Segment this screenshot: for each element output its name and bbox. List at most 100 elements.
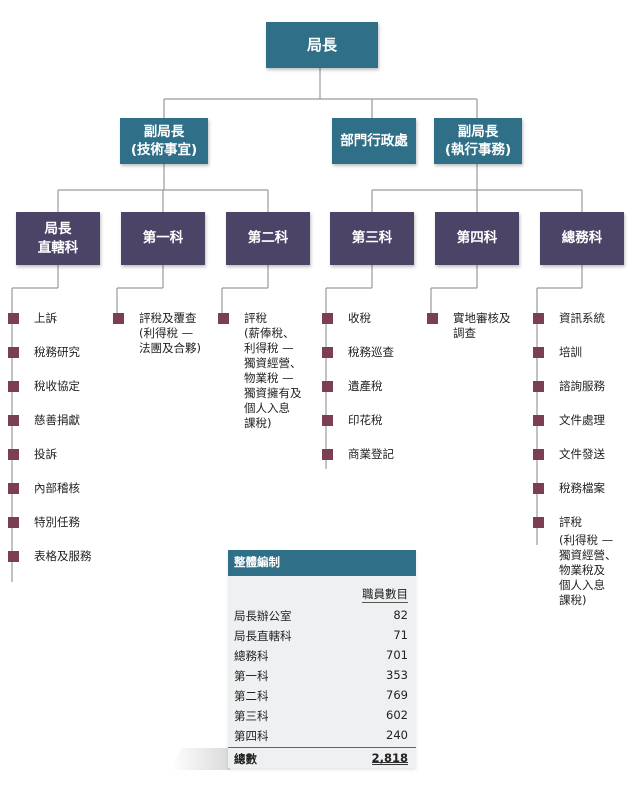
unit-3-functions: 收稅稅務巡查遺產稅印花稅商業登記 (322, 311, 427, 481)
unit-2-box: 第二科 (226, 212, 310, 265)
function-item: 文件處理 (533, 413, 638, 428)
row-value: 701 (386, 648, 408, 662)
function-label: 諮詢服務 (559, 379, 605, 393)
bullet-square-icon (8, 415, 19, 426)
bullet-square-icon (322, 347, 333, 358)
function-detail: (利得稅 — 獨資經營、 物業稅及 個人入息 課稅) (559, 533, 617, 607)
row-value: 769 (386, 688, 408, 702)
function-label: 遺產稅 (348, 379, 383, 393)
row-label: 第三科 (234, 709, 269, 723)
establishment-title: 整體編制 (228, 550, 416, 576)
function-item: 稅務檔案 (533, 481, 638, 496)
function-label: 文件發送 (559, 447, 605, 461)
table-row: 總務科 701 (228, 645, 416, 665)
establishment-rows: 局長辦公室 82 局長直轄科 71 總務科 701 第一科 353 第二科 769 第三科 602 第四… (228, 605, 416, 745)
row-label: 第四科 (234, 729, 269, 743)
commissioner-box: 局長 (266, 22, 378, 68)
function-item: 實地審核及 調查 (427, 311, 532, 341)
function-label: 表格及服務 (34, 549, 92, 563)
function-item: 文件發送 (533, 447, 638, 462)
function-label: 特別任務 (34, 515, 80, 529)
function-label: 實地審核及 調查 (453, 311, 511, 340)
bullet-square-icon (8, 313, 19, 324)
row-label: 局長直轄科 (234, 629, 292, 643)
function-item: 上訴 (8, 311, 108, 326)
unit-main-box: 總務科 (540, 212, 624, 265)
function-item: 內部稽核 (8, 481, 108, 496)
bullet-square-icon (533, 381, 544, 392)
staff-column-header: 職員數目 (362, 587, 408, 603)
row-label: 局長辦公室 (234, 609, 292, 623)
bullet-square-icon (322, 415, 333, 426)
bullet-square-icon (113, 313, 124, 324)
row-value: 240 (386, 728, 408, 742)
row-value: 71 (393, 628, 408, 642)
function-detail: (利得稅 — 法團及合夥) (139, 326, 201, 355)
unit-direct-box: 局長 直轄科 (16, 212, 100, 265)
table-row: 局長直轄科 71 (228, 625, 416, 645)
bullet-square-icon (8, 449, 19, 460)
function-item: 評稅 (利得稅 — 獨資經營、 物業稅及 個人入息 課稅) (533, 515, 638, 608)
bullet-square-icon (427, 313, 438, 324)
function-label: 評稅 (244, 311, 267, 325)
function-item: 培訓 (533, 345, 638, 360)
row-value: 602 (386, 708, 408, 722)
deputy-executive-box: 副局長 (執行事務) (434, 118, 522, 164)
function-item: 評稅(薪俸稅、 利得稅 — 獨資經營、 物業稅 — 獨資擁有及 個人入息 課稅) (218, 311, 323, 431)
function-item: 收稅 (322, 311, 427, 326)
bullet-square-icon (533, 517, 544, 528)
function-label: 慈善捐獻 (34, 413, 80, 427)
establishment-total-row: 總數 2,818 (228, 747, 416, 768)
function-label: 稅務檔案 (559, 481, 605, 495)
function-label: 稅務巡查 (348, 345, 394, 359)
function-item: 投訴 (8, 447, 108, 462)
function-item: 稅務巡查 (322, 345, 427, 360)
function-label: 評稅及覆查 (139, 311, 197, 325)
row-label: 第二科 (234, 689, 269, 703)
function-label: 商業登記 (348, 447, 394, 461)
row-label: 第一科 (234, 669, 269, 683)
bullet-square-icon (533, 483, 544, 494)
table-row: 局長辦公室 82 (228, 605, 416, 625)
function-item: 遺產稅 (322, 379, 427, 394)
function-label: 投訴 (34, 447, 57, 461)
row-value: 82 (393, 608, 408, 622)
bullet-square-icon (533, 313, 544, 324)
function-label: 評稅 (559, 515, 582, 529)
function-detail: (薪俸稅、 利得稅 — 獨資經營、 物業稅 — 獨資擁有及 個人入息 課稅) (244, 326, 302, 430)
function-item: 稅務研究 (8, 345, 108, 360)
bullet-square-icon (8, 551, 19, 562)
table-row: 第二科 769 (228, 685, 416, 705)
unit-4-box: 第四科 (435, 212, 519, 265)
row-label: 總務科 (234, 649, 269, 663)
main-unit-functions: 資訊系統培訓諮詢服務文件處理文件發送稅務檔案評稅 (利得稅 — 獨資經營、 物業稅… (533, 311, 638, 627)
table-row: 第三科 602 (228, 705, 416, 725)
unit-4-functions: 實地審核及 調查 (427, 311, 532, 360)
function-label: 稅收協定 (34, 379, 80, 393)
bullet-square-icon (322, 381, 333, 392)
function-label: 文件處理 (559, 413, 605, 427)
bullet-square-icon (8, 347, 19, 358)
bullet-square-icon (322, 449, 333, 460)
function-item: 評稅及覆查(利得稅 — 法團及合夥) (113, 311, 218, 356)
unit-3-box: 第三科 (330, 212, 414, 265)
bullet-square-icon (8, 381, 19, 392)
unit-1-functions: 評稅及覆查(利得稅 — 法團及合夥) (113, 311, 218, 375)
function-item: 表格及服務 (8, 549, 108, 564)
bullet-square-icon (8, 483, 19, 494)
function-label: 上訴 (34, 311, 57, 325)
function-label: 培訓 (559, 345, 582, 359)
bullet-square-icon (533, 449, 544, 460)
function-label: 內部稽核 (34, 481, 80, 495)
function-item: 資訊系統 (533, 311, 638, 326)
function-label: 稅務研究 (34, 345, 80, 359)
function-item: 特別任務 (8, 515, 108, 530)
bullet-square-icon (8, 517, 19, 528)
unit-1-box: 第一科 (121, 212, 205, 265)
table-row: 第一科 353 (228, 665, 416, 685)
function-item: 諮詢服務 (533, 379, 638, 394)
bullet-square-icon (218, 313, 229, 324)
bullet-square-icon (533, 415, 544, 426)
establishment-table: 整體編制 職員數目 局長辦公室 82 局長直轄科 71 總務科 701 第一科 353 第二科 7… (228, 550, 416, 768)
row-value: 353 (386, 668, 408, 682)
